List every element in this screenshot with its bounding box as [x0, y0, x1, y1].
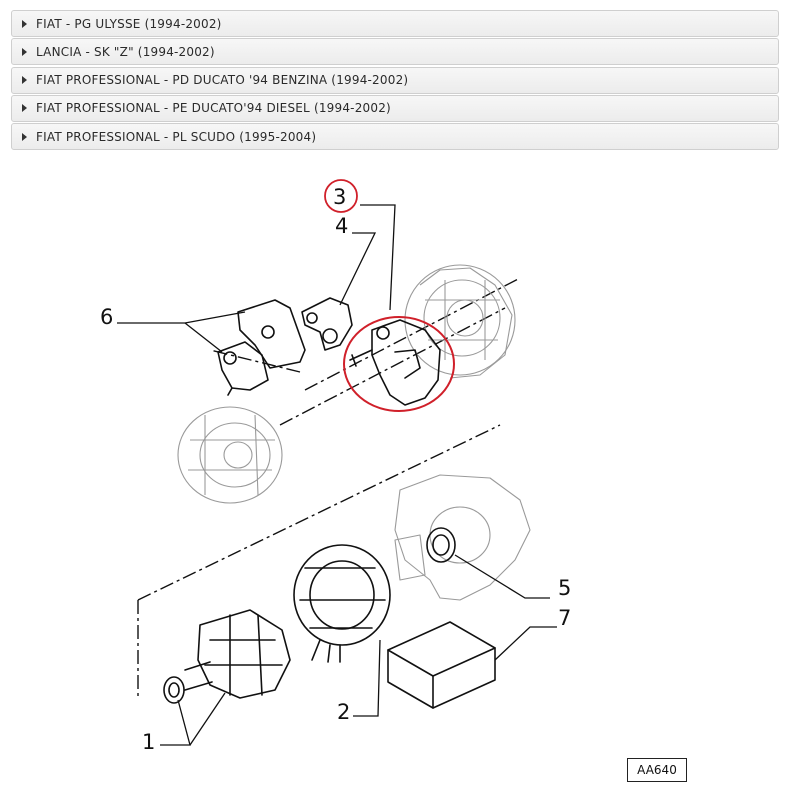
vehicle-accordion: FIAT - PG ULYSSE (1994-2002) LANCIA - SK…: [11, 10, 779, 151]
callout-2: 2: [337, 700, 350, 724]
callout-3-highlight-ring: [324, 179, 358, 213]
expand-arrow-icon: [22, 104, 27, 113]
accordion-item-lancia-z[interactable]: LANCIA - SK "Z" (1994-2002): [11, 38, 779, 66]
part-2-stator: [293, 544, 391, 663]
part-4-regulator: [301, 297, 353, 351]
accordion-item-ducato-diesel[interactable]: FIAT PROFESSIONAL - PE DUCATO'94 DIESEL …: [11, 94, 779, 122]
accordion-item-label: FIAT - PG ULYSSE (1994-2002): [36, 16, 222, 31]
accordion-item-label: FIAT PROFESSIONAL - PL SCUDO (1995-2004): [36, 129, 317, 144]
callout-4: 4: [335, 214, 348, 238]
accordion-item-label: FIAT PROFESSIONAL - PD DUCATO '94 BENZIN…: [36, 73, 409, 88]
expand-arrow-icon: [22, 132, 27, 141]
rear-bracket-ghost: [394, 474, 531, 601]
part-7-kit-box: [387, 621, 496, 709]
part-6-brush-holders: [217, 299, 306, 396]
leader-lines: [117, 204, 557, 746]
accordion-item-label: LANCIA - SK "Z" (1994-2002): [36, 44, 215, 59]
assembly-boundary-lines: [137, 277, 521, 700]
fan-ghost: [177, 406, 283, 504]
alternator-housing-ghost: [404, 264, 516, 379]
part-1-rotor: [163, 609, 291, 704]
accordion-item-ducato-benzina[interactable]: FIAT PROFESSIONAL - PD DUCATO '94 BENZIN…: [11, 66, 779, 94]
expand-arrow-icon: [22, 47, 27, 56]
callout-6: 6: [100, 305, 113, 329]
expand-arrow-icon: [22, 76, 27, 85]
part-5-bearing: [426, 527, 456, 563]
callout-1: 1: [142, 730, 155, 754]
part-3-rectifier: [349, 319, 441, 406]
callout-7: 7: [558, 606, 571, 630]
callout-5: 5: [558, 576, 571, 600]
part-3-highlight-circle: [343, 316, 455, 412]
accordion-item-scudo[interactable]: FIAT PROFESSIONAL - PL SCUDO (1995-2004): [11, 123, 779, 151]
expand-arrow-icon: [22, 19, 27, 28]
accordion-item-fiat-ulysse[interactable]: FIAT - PG ULYSSE (1994-2002): [11, 10, 779, 37]
callout-3: 3: [333, 185, 346, 209]
diagram-reference-code: AA640: [627, 758, 687, 782]
accordion-item-label: FIAT PROFESSIONAL - PE DUCATO'94 DIESEL …: [36, 101, 391, 116]
